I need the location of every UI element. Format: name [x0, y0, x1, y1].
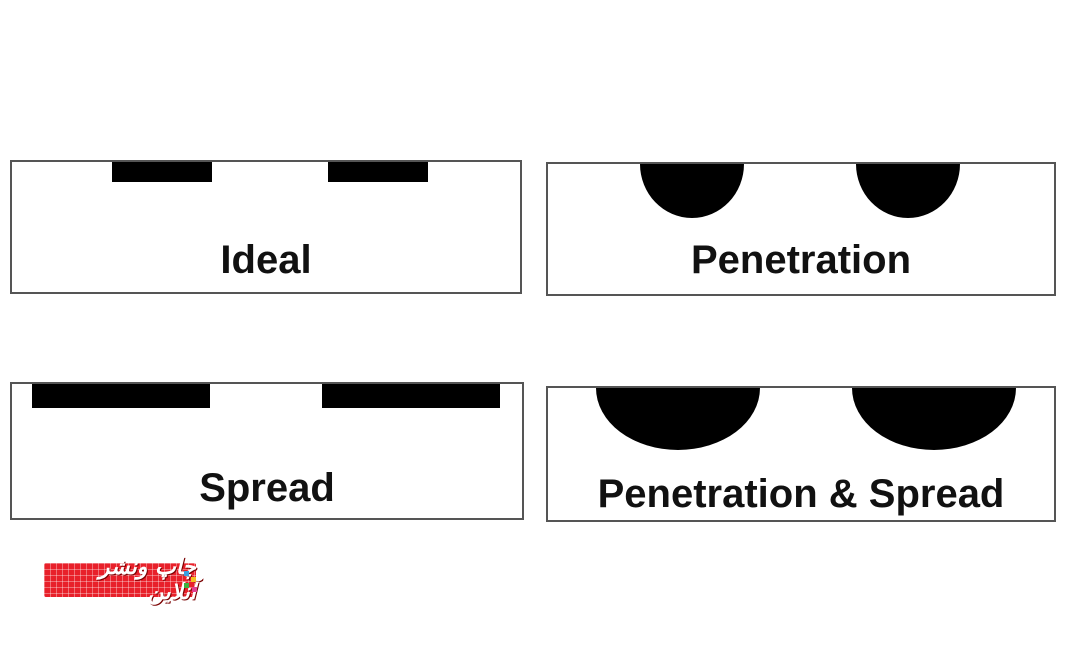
ink-ideal-left: [112, 162, 212, 182]
ink-ideal-right: [328, 162, 428, 182]
logo-dots-icon: [184, 569, 202, 593]
label-penetration: Penetration: [690, 238, 912, 282]
label-penetration-spread: Penetration & Spread: [597, 472, 1005, 516]
panel-spread: Spread: [10, 382, 524, 520]
panel-ideal: Ideal: [10, 160, 522, 294]
label-spread: Spread: [199, 466, 335, 510]
ink-penetration-spread-left: [596, 388, 760, 450]
ink-penetration-right: [856, 164, 960, 218]
label-ideal: Ideal: [220, 238, 312, 282]
ink-penetration-spread-right: [852, 388, 1016, 450]
panel-penetration-spread: Penetration & Spread: [546, 386, 1056, 522]
panel-penetration: Penetration: [546, 162, 1056, 296]
ink-spread-left: [32, 384, 210, 408]
ink-penetration-left: [640, 164, 744, 218]
ink-spread-right: [322, 384, 500, 408]
watermark-logo: چاپ ونشر آنلاین: [44, 555, 197, 605]
logo-text: چاپ ونشر آنلاین: [98, 555, 196, 605]
